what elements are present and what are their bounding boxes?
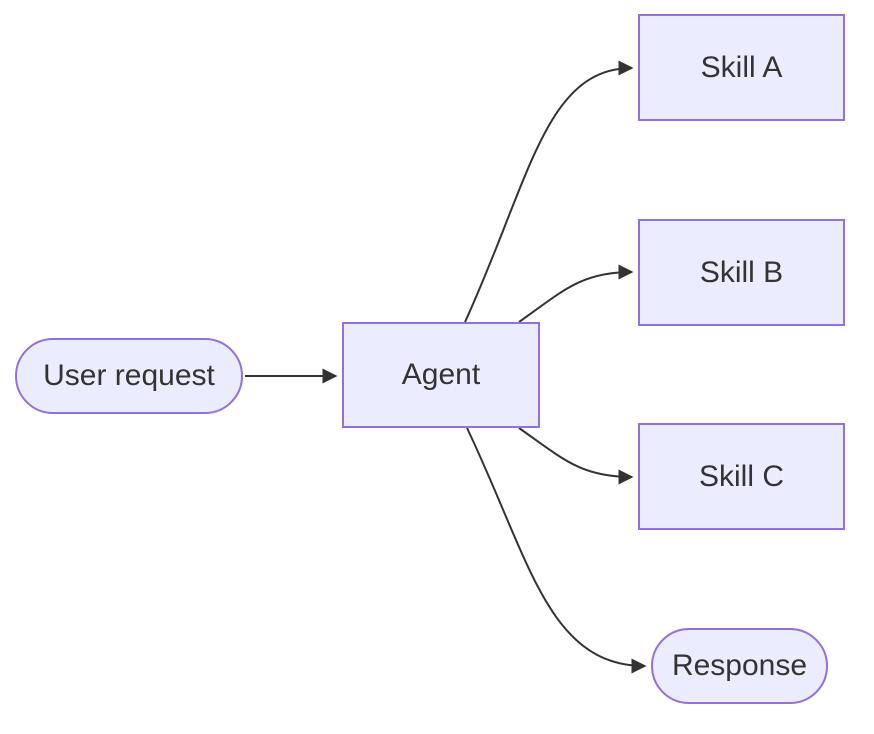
node-response: Response — [651, 628, 828, 704]
node-skill-a: Skill A — [638, 14, 845, 121]
node-user-request-label: User request — [43, 359, 215, 392]
node-skill-c-label: Skill C — [698, 459, 784, 493]
edge-agent-to-skill-c — [518, 427, 634, 485]
node-skill-b: Skill B — [638, 219, 845, 326]
node-skill-c: Skill C — [638, 423, 845, 530]
edge-agent-to-skill-b — [518, 264, 634, 323]
edge-agent-to-response — [466, 427, 647, 674]
node-skill-a-label: Skill A — [700, 50, 783, 84]
node-agent: Agent — [342, 322, 540, 428]
node-agent-label: Agent — [401, 358, 481, 391]
edge-agent-to-skill-a — [464, 60, 634, 323]
node-response-label: Response — [671, 649, 808, 682]
node-user-request: User request — [15, 338, 243, 414]
node-skill-b-label: Skill B — [699, 255, 784, 289]
